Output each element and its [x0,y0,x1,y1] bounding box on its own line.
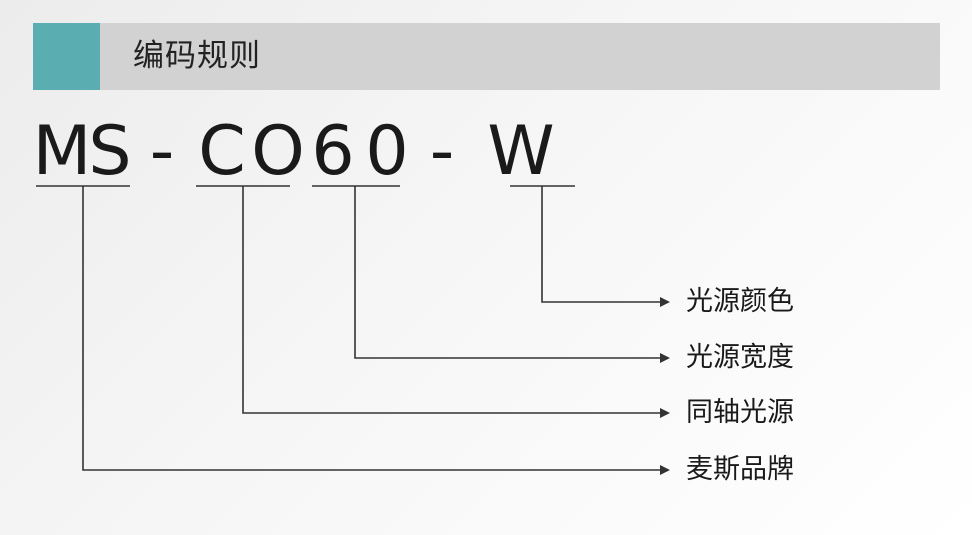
code-char-o: O [251,112,305,191]
arrow-color [660,297,670,307]
arrow-brand [660,465,670,475]
label-brand: 麦斯品牌 [686,454,794,485]
section-header: 编码规则 [33,23,940,90]
arrow-width [660,353,670,363]
code-char-c: C [198,112,246,191]
arrow-coaxial [660,408,670,418]
code-char-0: 0 [365,112,409,191]
label-light-color: 光源颜色 [686,286,794,317]
connector-color [541,186,660,303]
code-char-s: S [88,112,132,191]
label-light-width: 光源宽度 [686,342,794,373]
header-accent-block [33,23,100,90]
section-title: 编码规则 [133,38,261,74]
code-char-dash-2: - [429,112,455,191]
code-char-6: 6 [311,112,355,191]
code-char-m: M [32,112,92,191]
label-coaxial: 同轴光源 [686,397,794,428]
connector-brand [82,186,660,471]
code-char-w: W [487,112,555,191]
code-char-dash-1: - [149,112,175,191]
connector-width [354,186,660,359]
connector-coaxial [242,186,660,414]
